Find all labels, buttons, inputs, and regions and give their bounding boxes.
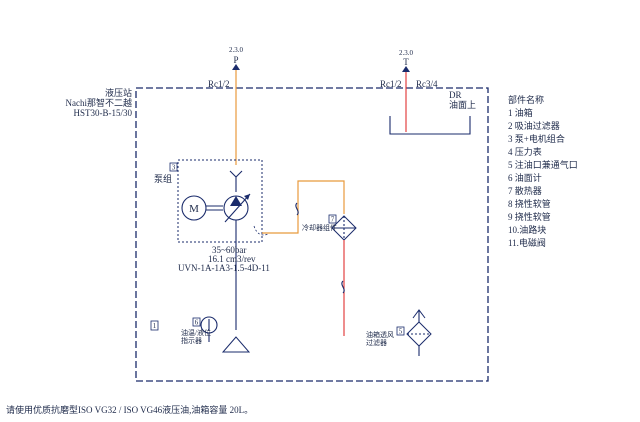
tank-tag: 1 (153, 322, 157, 330)
parts-item: 9 挠性软管 (508, 211, 551, 222)
parts-item: 2 吸油过滤器 (508, 120, 560, 131)
gauge-tag-box (192, 317, 201, 327)
cooler-tag: 7 (331, 216, 335, 224)
parts-list: 1 油箱 2 吸油过滤器 3 泵+电机组合 4 压力表 5 注油口兼通气口 6 … (508, 107, 578, 248)
station-name: 液压站 (105, 87, 132, 98)
check-valve-icon (229, 170, 243, 178)
pump-group-box (177, 159, 263, 243)
gauge-label-2: 指示器 (181, 336, 202, 345)
suction-strainer-icon (221, 336, 251, 353)
pump-tag-box (169, 162, 178, 172)
breather-tag: 5 (399, 328, 403, 336)
t-port-thread-1: Rc1/2 (380, 79, 402, 89)
parts-item: 4 压力表 (508, 146, 542, 157)
p-port-label: P (233, 55, 238, 65)
parts-item: 8 挠性软管 (508, 198, 551, 209)
breather-label-2: 过滤器 (366, 338, 387, 347)
parts-item: 5 注油口兼通气口 (508, 159, 578, 170)
t-port-arrow-icon (402, 66, 410, 72)
motor-icon (181, 195, 207, 221)
t-port-pressure: 2.3.0 (399, 49, 414, 57)
t-port-label: T (403, 57, 409, 67)
parts-item: 6 油面计 (508, 172, 542, 183)
p-port-pressure: 2.3.0 (229, 46, 244, 54)
dr-return-box (389, 116, 471, 135)
parts-item: 3 泵+电机组合 (508, 133, 565, 144)
oil-spec-note: 请使用优质抗磨型ISO VG32 / ISO VG46液压油,油箱容量 20L。 (6, 404, 253, 415)
parts-title: 部件名称 (508, 94, 544, 105)
station-brand: Nachi那智不二越 (66, 97, 133, 108)
cooler-feed-line (262, 180, 345, 234)
parts-item: 10.油路块 (508, 224, 546, 235)
pump-displacement-spec: 16.1 cm3/rev (208, 254, 256, 264)
dr-oil-level-label: 油面上 (449, 99, 476, 110)
parts-item: 7 散热器 (508, 185, 542, 196)
parts-item: 11.电磁阀 (508, 237, 546, 248)
breather-label-1: 油箱透风 (366, 330, 394, 339)
pump-tag: 3 (172, 164, 176, 172)
gauge-label-1: 油温/液位 (181, 328, 211, 337)
tank-tag-box (150, 320, 159, 331)
pump-pressure-spec: 35~60bar (212, 245, 246, 255)
breather-tag-box (396, 326, 405, 336)
motor-symbol: M (189, 203, 199, 215)
dr-label: DR (449, 90, 462, 100)
gauge-tag: 6 (195, 319, 199, 327)
flexible-hose-icon (295, 202, 299, 216)
station-boundary (135, 87, 489, 382)
pump-model-spec: UVN-1A-1A3-1.5-4D-11 (178, 263, 270, 273)
station-model: HST30-B-15/30 (74, 108, 133, 118)
p-port-arrow-icon (232, 64, 240, 70)
parts-item: 1 油箱 (508, 107, 533, 118)
cooler-label: 冷却器组件 (302, 223, 337, 232)
cooler-tag-box (328, 214, 337, 224)
flexible-hose-2-icon (341, 280, 345, 294)
pump-group-label: 泵组 (154, 173, 172, 184)
t-port-thread-2: Rc3/4 (416, 79, 438, 89)
p-port-thread: Rc1/2 (208, 79, 230, 89)
